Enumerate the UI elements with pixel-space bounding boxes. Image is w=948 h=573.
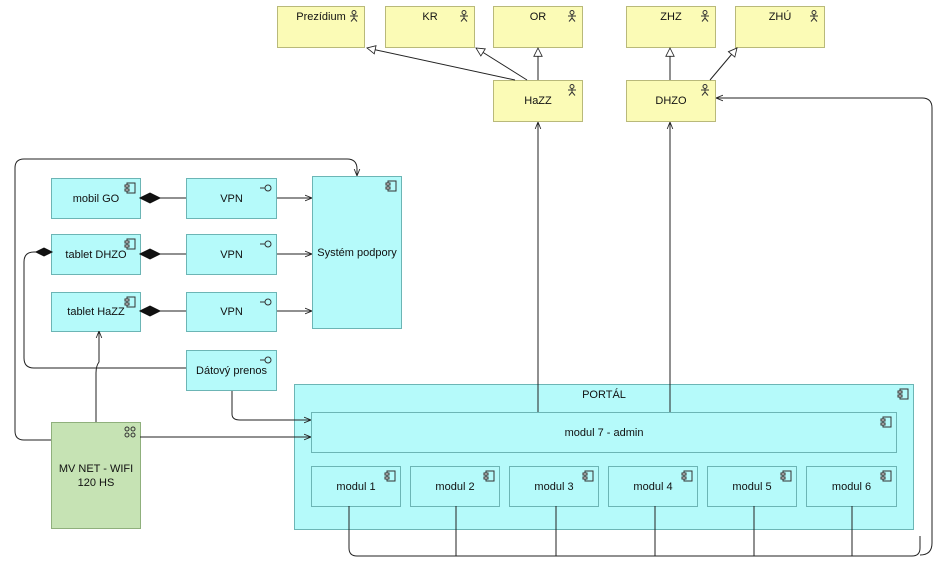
component-icon [124,296,136,308]
component-icon [582,470,594,482]
hazz-to-prezidium [367,48,516,81]
admin-label: modul 7 - admin [564,426,644,439]
hazz-to-kr [476,48,528,81]
portal-module-6[interactable]: modul 6 [806,466,897,507]
actor-icon [568,10,576,22]
portal-module-3[interactable]: modul 3 [509,466,599,507]
component-icon [483,470,495,482]
interface-datovy-prenos[interactable]: Dátový prenos [186,350,277,391]
portal-module-2[interactable]: modul 2 [410,466,500,507]
node-label: MV NET - WIFI 120 HS [58,462,134,489]
module-label: modul 1 [336,480,376,493]
device-label: tablet DHZO [65,248,127,261]
portal-module-1[interactable]: modul 1 [311,466,401,507]
interface-vpn-2[interactable]: VPN [186,234,277,275]
portal-container[interactable]: PORTÁL [294,384,914,530]
network-icon [124,426,136,438]
actor-label: ZHÚ [768,11,792,23]
component-icon [124,238,136,250]
device-label: mobil GO [72,192,120,205]
component-icon [681,470,693,482]
interface-label: Dátový prenos [196,364,267,377]
system-podpory[interactable]: Systém podpory [312,176,402,329]
portal-title: PORTÁL [582,389,626,401]
interface-vpn-3[interactable]: VPN [186,292,277,332]
actor-zhu[interactable]: ZHÚ [735,6,825,48]
component-icon [780,470,792,482]
dhzo-to-zhu [709,48,737,81]
actor-or[interactable]: OR [493,6,583,48]
module-label: modul 2 [435,480,475,493]
component-icon [880,470,892,482]
device-mobil-go[interactable]: mobil GO [51,178,141,219]
actor-icon [810,10,818,22]
actor-label: HaZZ [524,95,552,107]
module-label: modul 6 [831,480,872,493]
interface-icon [260,298,272,306]
actor-icon [350,10,358,22]
actor-label: Prezídium [296,11,346,23]
actor-label: DHZO [655,95,687,107]
actor-icon [460,10,468,22]
actor-kr[interactable]: KR [385,6,475,48]
module-label: modul 3 [534,480,574,493]
component-icon [880,416,892,428]
component-icon [385,180,397,192]
component-icon [124,182,136,194]
actor-icon [568,84,576,96]
actor-label: KR [422,11,438,23]
node-mv-net[interactable]: MV NET - WIFI 120 HS [51,422,141,529]
component-icon [897,388,909,400]
actor-prezidium[interactable]: Prezídium [277,6,365,48]
interface-vpn-1[interactable]: VPN [186,178,277,219]
portal-module-4[interactable]: modul 4 [608,466,698,507]
actor-label: ZHZ [660,11,682,23]
actor-icon [701,84,709,96]
module-label: modul 4 [633,480,673,493]
actor-icon [701,10,709,22]
component-icon [384,470,396,482]
actor-label: OR [529,11,547,23]
actor-zhz[interactable]: ZHZ [626,6,716,48]
interface-icon [260,240,272,248]
interface-label: VPN [220,192,243,205]
system-podpory-label: Systém podpory [317,246,397,259]
portal-module-5[interactable]: modul 5 [707,466,797,507]
interface-label: VPN [220,248,243,261]
actor-dhzo[interactable]: DHZO [626,80,716,122]
device-tablet-dhzo[interactable]: tablet DHZO [51,234,141,275]
interface-icon [260,356,272,364]
interface-icon [260,184,272,192]
device-label: tablet HaZZ [67,306,125,318]
mvnet-to-tablet [95,331,99,422]
portal-admin-module[interactable]: modul 7 - admin [311,412,897,453]
device-tablet-hazz[interactable]: tablet HaZZ [51,292,141,332]
module-label: modul 5 [732,480,772,493]
interface-label: VPN [220,306,243,318]
actor-hazz[interactable]: HaZZ [493,80,583,122]
